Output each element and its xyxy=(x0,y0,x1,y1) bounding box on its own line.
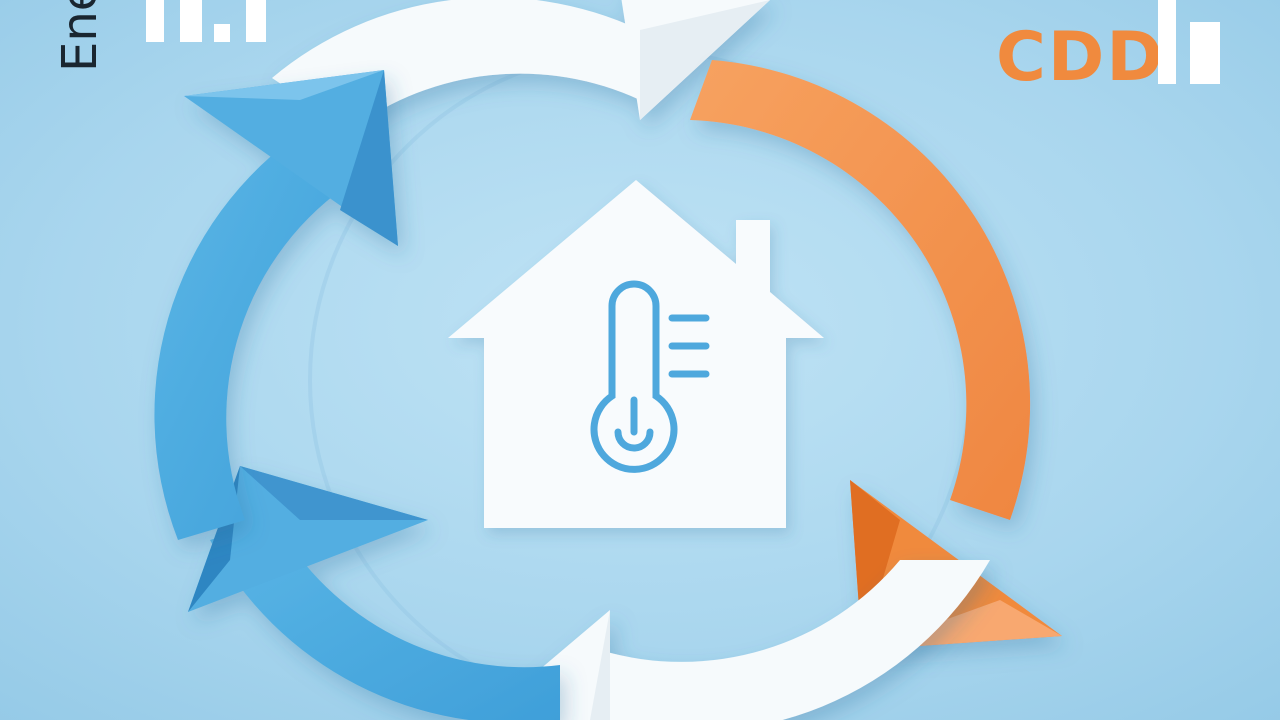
left-label-text: Ene xyxy=(52,0,108,72)
house-thermometer-icon xyxy=(448,180,824,528)
left-label-group: Ene xyxy=(52,0,266,72)
bar-chart-icon-right xyxy=(1158,0,1220,84)
blue-arrow-lower xyxy=(188,466,560,720)
bar-chart-icon xyxy=(146,0,266,42)
thermometer-icon xyxy=(590,280,710,473)
blue-arrow-upper xyxy=(154,70,398,540)
right-label-text: CDD xyxy=(996,18,1165,97)
right-label-group: CDD xyxy=(996,0,1220,97)
